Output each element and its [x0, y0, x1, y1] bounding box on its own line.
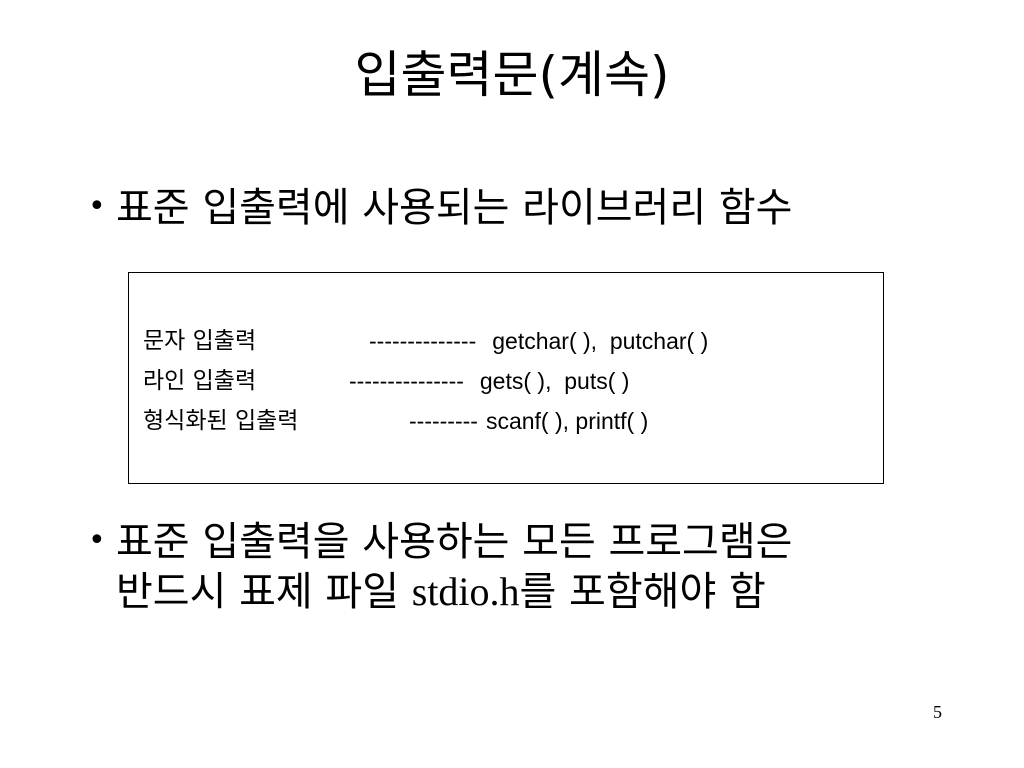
io-row-functions: gets( ), puts( ) — [479, 368, 630, 394]
bullet-icon: • — [88, 189, 106, 224]
bullet-item-library-functions: • 표준 입출력에 사용되는 라이브러리 함수 — [88, 183, 792, 233]
bullet-text: 표준 입출력에 사용되는 라이브러리 함수 — [116, 185, 793, 231]
io-row-functions: scanf( ), printf( ) — [485, 408, 649, 434]
io-row-line: 라인 입출력 --------------- gets( ), puts( ) — [143, 361, 708, 401]
bullet-text-segment: 반드시 표제 파일 — [116, 569, 412, 615]
io-functions-list: 문자 입출력 -------------- getchar( ), putcha… — [143, 321, 708, 441]
io-row-functions: getchar( ), putchar( ) — [492, 328, 709, 354]
io-row-dashes: --------------- — [349, 368, 464, 394]
io-row-label: 형식화된 입출력 — [143, 408, 299, 434]
bullet-icon: • — [88, 523, 106, 558]
io-row-dashes: --------- — [409, 408, 478, 434]
slide-title: 입출력문(계속) — [354, 46, 670, 104]
io-row-character: 문자 입출력 -------------- getchar( ), putcha… — [143, 321, 708, 361]
io-row-dashes: -------------- — [369, 328, 477, 354]
bullet-text-segment: 를 포함해야 함 — [519, 569, 766, 615]
io-row-label: 문자 입출력 — [143, 328, 257, 354]
bullet-item-stdio-include: • 표준 입출력을 사용하는 모든 프로그램은 반드시 표제 파일 stdio.… — [88, 517, 792, 617]
io-row-label: 라인 입출력 — [143, 368, 257, 394]
bullet-text-line-2: 반드시 표제 파일 stdio.h를 포함해야 함 — [116, 567, 792, 617]
stdio-header-name: stdio.h — [411, 569, 520, 614]
page-number: 5 — [933, 702, 942, 722]
io-functions-box: 문자 입출력 -------------- getchar( ), putcha… — [128, 272, 884, 484]
bullet-text: 표준 입출력을 사용하는 모든 프로그램은 반드시 표제 파일 stdio.h를… — [116, 517, 792, 617]
io-row-formatted: 형식화된 입출력 --------- scanf( ), printf( ) — [143, 401, 708, 441]
bullet-text-line-1: 표준 입출력을 사용하는 모든 프로그램은 — [116, 519, 793, 565]
